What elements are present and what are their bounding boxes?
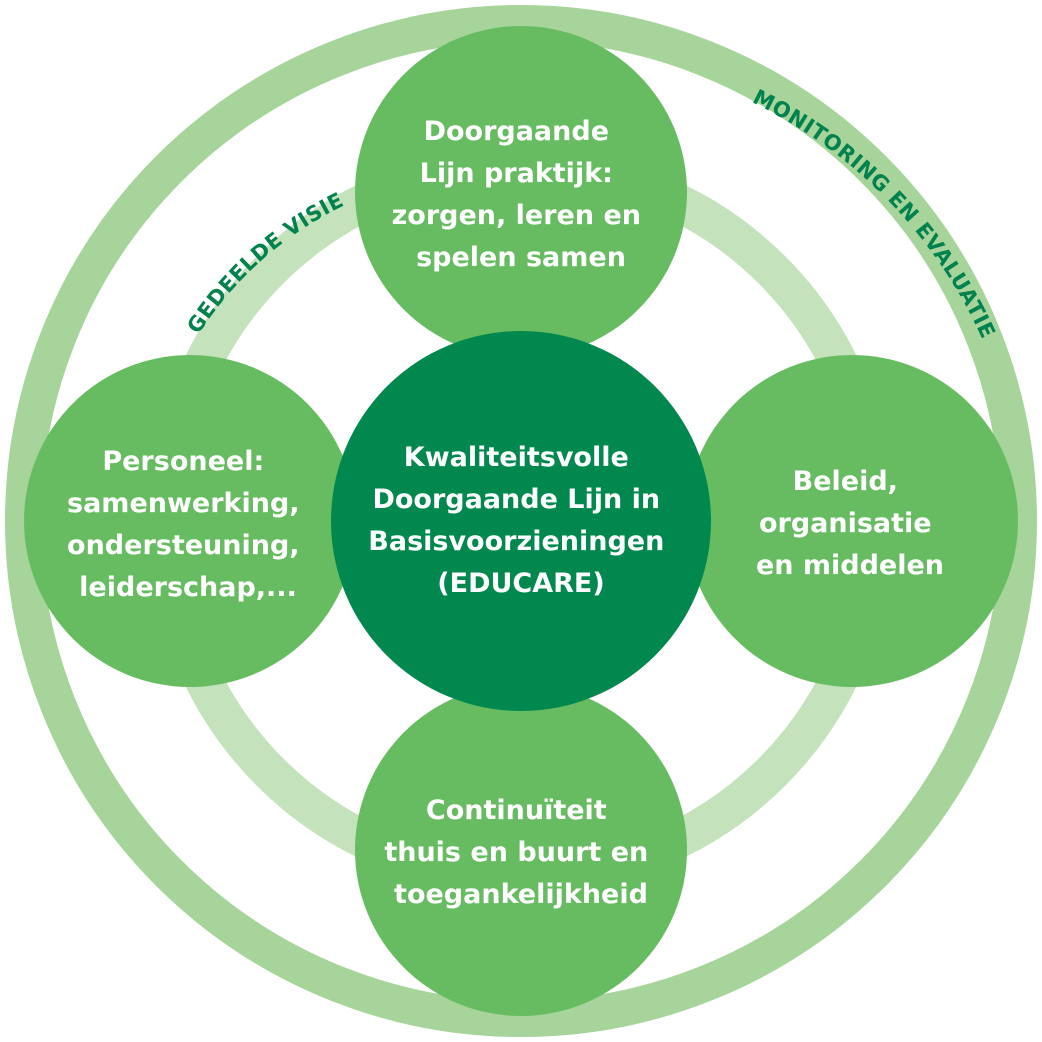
bottom-node-circle <box>355 684 687 1016</box>
bottom-node-text: Continuïteit thuis en buurt en toegankel… <box>384 795 657 910</box>
center-node-line: (EDUCARE) <box>437 568 604 599</box>
left-node-text: Personeel: samenwerking, ondersteuning, … <box>67 446 309 603</box>
left-node-line: samenwerking, <box>67 488 300 519</box>
center-node-circle <box>331 331 711 711</box>
top-node-line: Lijn praktijk: <box>420 158 613 189</box>
bottom-node-line: toegankelijkheid <box>394 879 648 910</box>
right-node-circle <box>686 355 1018 687</box>
right-node-line: Beleid, <box>793 466 898 497</box>
top-node-line: Doorgaande <box>424 116 609 147</box>
left-node-line: Personeel: <box>102 446 264 477</box>
top-node-line: spelen samen <box>416 242 626 273</box>
inner-ring-label: GEDEELDE VISIE <box>182 188 347 338</box>
top-node-text: Doorgaande Lijn praktijk: zorgen, leren … <box>392 116 651 273</box>
center-node-line: Doorgaande Lijn in <box>372 484 660 515</box>
center-node-line: Basisvoorzieningen <box>368 526 664 557</box>
bottom-node-line: Continuïteit <box>426 795 607 826</box>
top-node-circle <box>355 26 687 358</box>
top-node-line: zorgen, leren en <box>392 200 641 231</box>
left-node-circle <box>24 355 356 687</box>
right-node-text: Beleid, organisatie en middelen <box>756 466 944 581</box>
right-node-line: organisatie <box>759 508 932 539</box>
center-node-line: Kwaliteitsvolle <box>404 442 629 473</box>
left-node-line: leiderschap,... <box>79 572 297 603</box>
center-node-text: Kwaliteitsvolle Doorgaande Lijn in Basis… <box>368 442 673 599</box>
right-node-line: en middelen <box>756 550 944 581</box>
bottom-node-line: thuis en buurt en <box>384 837 648 868</box>
outer-ring <box>5 5 1037 1037</box>
left-node-line: ondersteuning, <box>67 530 300 561</box>
